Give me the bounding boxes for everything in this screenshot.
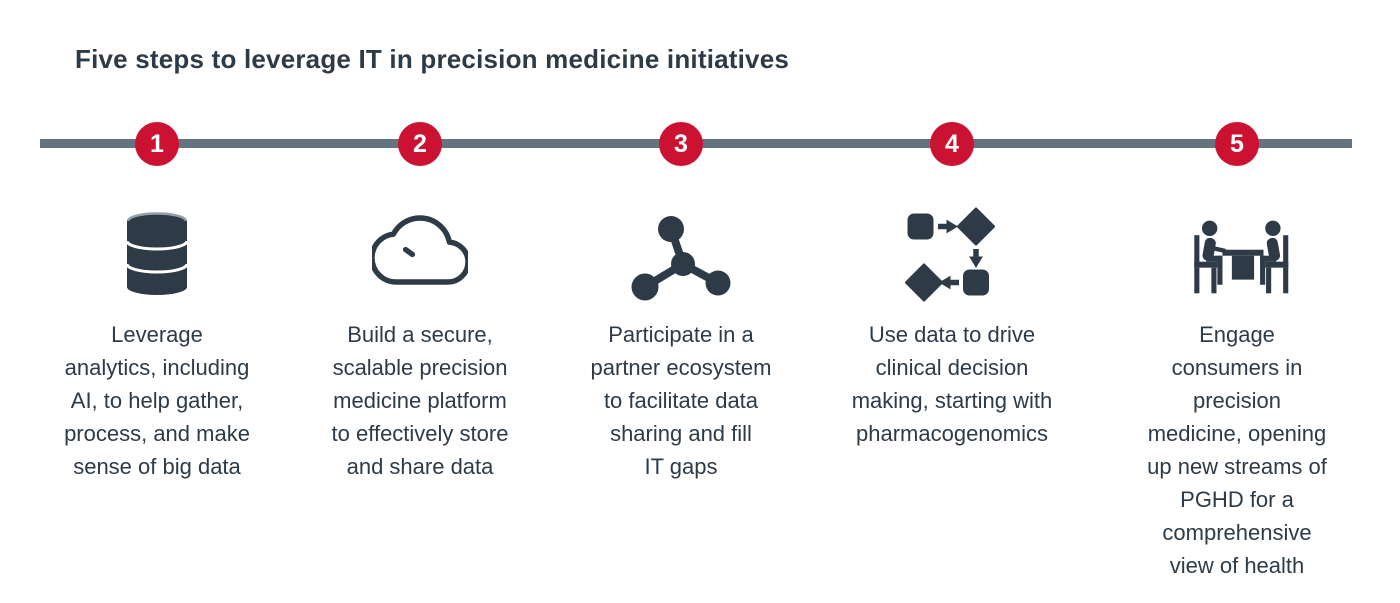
step-5-icon-box <box>1177 208 1297 300</box>
step-3-badge: 3 <box>659 122 703 166</box>
step-1-number: 1 <box>150 129 164 158</box>
step-1-description: Leverage analytics, including AI, to hel… <box>64 322 250 479</box>
database-icon <box>125 212 189 295</box>
step-2-icon-box <box>372 208 468 300</box>
decision-workflow-icon <box>905 207 995 302</box>
consumer-meeting-icon <box>1194 220 1289 294</box>
step-1-badge: 1 <box>135 122 179 166</box>
step-2-badge: 2 <box>398 122 442 166</box>
step-2-number: 2 <box>413 129 427 158</box>
step-5-number: 5 <box>1230 129 1244 158</box>
step-3-description: Participate in a partner ecosystem to fa… <box>590 322 772 479</box>
step-2-description: Build a secure, scalable precision medic… <box>331 322 509 479</box>
step-4-badge: 4 <box>930 122 974 166</box>
step-4-number: 4 <box>945 129 959 158</box>
step-1-icon-box <box>125 208 189 300</box>
partner-network-icon <box>631 216 731 301</box>
cloud-icon <box>372 215 468 285</box>
step-1: 1 Leverage analytics, including AI, to h… <box>17 0 297 603</box>
page-title: Five steps to leverage IT in precision m… <box>75 44 790 74</box>
step-4-description: Use data to drive clinical decision maki… <box>851 322 1053 446</box>
step-5: 5 <box>1097 0 1377 603</box>
step-2: 2 Build a secure, scalable precision med… <box>280 0 560 603</box>
step-4-icon-box <box>902 207 1002 302</box>
step-5-description: Engage consumers in precision medicine, … <box>1147 322 1327 578</box>
step-4: 4 Use data to drive c <box>812 0 1092 603</box>
step-5-badge: 5 <box>1215 122 1259 166</box>
step-3-number: 3 <box>674 129 688 158</box>
step-3: 3 Participate in a partner ecosystem to … <box>541 0 821 603</box>
step-3-icon-box <box>631 208 731 301</box>
